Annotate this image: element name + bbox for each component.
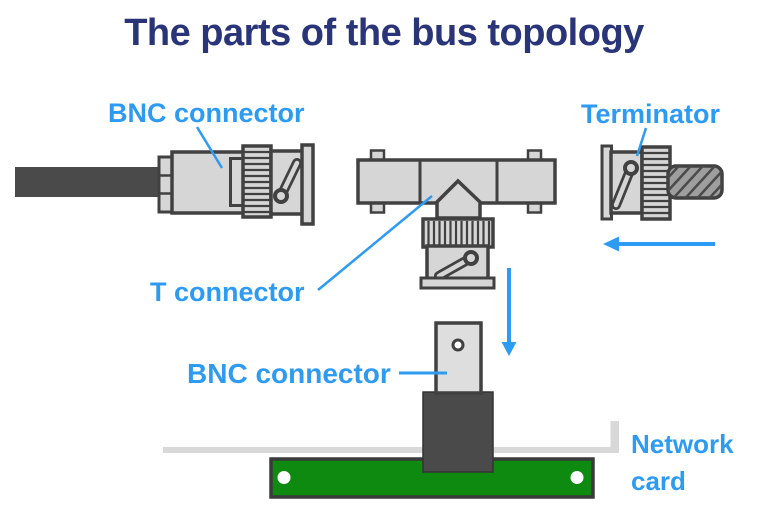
bayonet-pin <box>434 250 479 281</box>
body-step <box>229 157 245 207</box>
t-connector <box>356 149 557 290</box>
network-card <box>163 421 619 499</box>
terminator-knurl-ridges <box>643 151 669 215</box>
leader-line-bnc-top <box>195 126 224 169</box>
label-network-card-line2: card <box>631 466 686 496</box>
annotations <box>195 126 715 375</box>
t-tab <box>369 149 386 161</box>
label-bnc-connector-bottom: BNC connector <box>187 358 391 389</box>
label-t-connector: T connector <box>150 277 305 307</box>
t-tab <box>526 202 543 214</box>
label-network-card: Network card <box>631 426 734 500</box>
page-title: The parts of the bus topology <box>124 12 644 54</box>
label-bnc-connector-top: BNC connector <box>108 98 305 128</box>
front-flange <box>300 143 315 226</box>
coaxial-cable <box>15 155 175 214</box>
connector-base <box>422 391 494 473</box>
cable-body <box>15 167 165 197</box>
leader-line-t-connector <box>317 195 433 291</box>
knurl-ridges <box>244 150 270 214</box>
left-arrow-icon <box>603 236 715 252</box>
leader-line-terminator <box>635 127 648 157</box>
t-base-plate <box>419 276 496 290</box>
label-network-card-line1: Network <box>631 429 734 459</box>
card-bracket <box>163 421 619 453</box>
bayonet-pin <box>611 160 639 210</box>
label-terminator: Terminator <box>581 99 721 129</box>
bnc-connector-bottom <box>422 321 494 473</box>
t-bar-dividers <box>418 160 499 203</box>
t-knurl-ridges <box>427 221 491 245</box>
plug-hole <box>451 338 465 352</box>
terminator-cap-hatch <box>668 166 722 198</box>
bnc-connector-left <box>170 143 315 226</box>
mounting-hole <box>277 471 291 484</box>
t-tab <box>526 149 543 161</box>
mounting-hole <box>570 471 584 484</box>
bayonet-pin <box>273 158 302 204</box>
down-arrow-icon <box>501 268 517 356</box>
t-tab <box>369 202 386 214</box>
connector-plug <box>434 321 483 395</box>
terminator <box>600 144 724 221</box>
